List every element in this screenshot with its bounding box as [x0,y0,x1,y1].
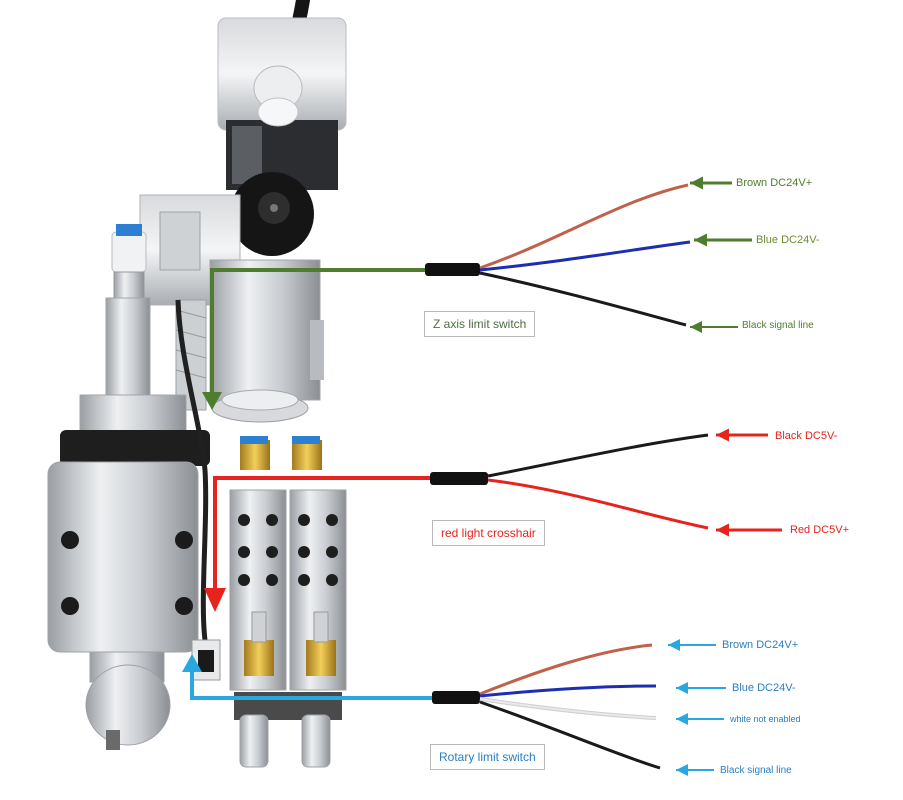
z-blue-label: Blue DC24V- [756,234,820,246]
spindle-body [47,461,199,653]
rot-white-label: white not enabled [730,714,801,724]
rot-black-wire [479,700,661,770]
machine-head-illustration [47,0,347,768]
red-light-crosshair-label: red light crosshair [432,520,545,546]
red-red-label: Red DC5V+ [790,524,850,536]
z-brown-arrow-head [690,176,703,190]
z-blue-arrow-head [694,233,707,247]
red-black-arrow-head [716,428,729,442]
rot-black-label: Black signal line [720,765,792,776]
red-black-wire [487,433,709,478]
rot-route-arrowhead [182,654,202,672]
rot-cable-sleeve [432,691,480,704]
rotary-limit-switch-label: Rotary limit switch [430,744,545,770]
red-red-arrow-head [716,523,729,537]
red-black-label: Black DC5V- [775,430,838,442]
z-black-arrow-head [690,321,702,333]
z-route-arrowhead [202,392,222,410]
z-cable-sleeve [425,263,480,276]
rot-brown-wire [479,643,653,696]
rot-white-arrow-head [676,713,688,725]
red-cable-sleeve [430,472,488,485]
red-red-wire [487,478,709,530]
z-black-wire [479,271,687,327]
rot-blue-arrow-head [676,682,688,694]
rot-white-wire [479,698,657,719]
rot-blue-wire [479,684,657,698]
rot-blue-label: Blue DC24V- [732,682,796,694]
rot-route-line [190,668,432,700]
rot-brown-label: Brown DC24V+ [722,639,799,651]
rot-brown-arrow-head [668,639,680,651]
red-route-line [213,476,430,590]
wiring-overlay [182,176,782,776]
z-axis-limit-switch-label: Z axis limit switch [424,311,536,337]
z-black-label: Black signal line [742,320,814,331]
z-brown-wire [479,183,689,270]
rot-black-arrow-head [676,764,688,776]
z-route-line [210,268,425,395]
z-blue-wire [479,240,691,272]
z-brown-label: Brown DC24V+ [736,177,813,189]
red-route-arrowhead [204,588,226,612]
